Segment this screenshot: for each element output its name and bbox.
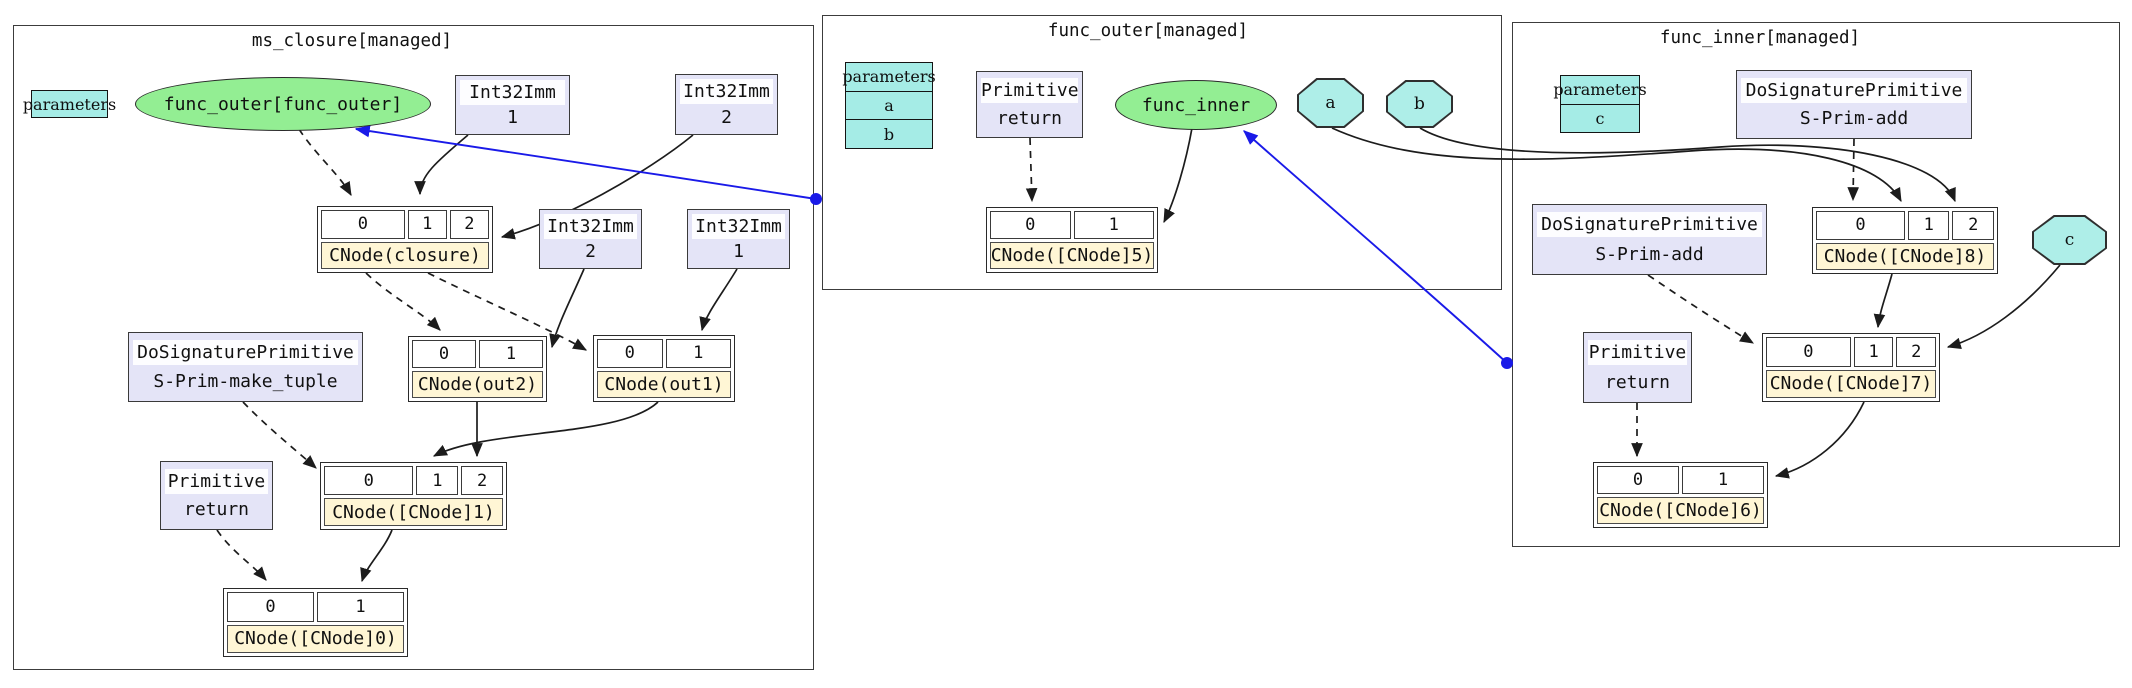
- node-dosig-add-top: DoSignaturePrimitive S-Prim-add: [1736, 70, 1972, 139]
- input-slot-1: 1: [1073, 211, 1154, 240]
- input-slot-1: 1: [1682, 466, 1764, 495]
- cnode-5: 0 1 CNode([CNode]5): [986, 207, 1158, 273]
- node-type: DoSignaturePrimitive: [133, 340, 358, 365]
- node-int32imm-mid-2: Int32Imm 2: [539, 209, 642, 269]
- input-slot-1: 1: [407, 210, 447, 239]
- node-primitive-return-inner: Primitive return: [1583, 332, 1692, 403]
- cnode-label: CNode([CNode]1): [324, 498, 503, 526]
- parameter-octagon-a: a: [1297, 78, 1364, 128]
- parameter-octagon-c: c: [2032, 215, 2107, 265]
- input-slot-1: 1: [1907, 211, 1950, 240]
- node-value: S-Prim-make_tuple: [153, 371, 338, 392]
- cluster-func-outer: [822, 15, 1502, 290]
- input-slot-0: 0: [597, 339, 663, 368]
- input-slot-2: 2: [461, 466, 503, 496]
- node-value: S-Prim-add: [1595, 243, 1704, 265]
- node-value: 1: [507, 107, 518, 129]
- input-slot-0: 0: [321, 210, 405, 239]
- input-slot-0: 0: [1597, 466, 1679, 495]
- input-slot-0: 0: [324, 466, 414, 496]
- input-slot-1: 1: [317, 592, 404, 622]
- funcgraph-node-func-inner: func_inner: [1115, 80, 1277, 130]
- node-type: Int32Imm: [680, 79, 773, 104]
- parameters-header: parameters: [842, 67, 936, 87]
- input-slot-0: 0: [412, 340, 476, 369]
- cnode-label: CNode(out1): [597, 370, 731, 398]
- cnode-label: CNode([CNode]0): [227, 624, 404, 653]
- cluster-ms-closure: [13, 25, 814, 670]
- node-type: DoSignaturePrimitive: [1741, 77, 1967, 103]
- node-primitive-return-outer: Primitive return: [976, 71, 1083, 138]
- parameter-row-b: b: [846, 119, 932, 148]
- cnode-label: CNode([CNode]8): [1816, 242, 1994, 270]
- cnode-1: 0 1 2 CNode([CNode]1): [320, 462, 507, 530]
- node-value: return: [183, 499, 250, 521]
- cnode-label: CNode(closure): [321, 241, 489, 269]
- parameter-label-c: c: [2034, 217, 2105, 263]
- cluster-func-inner: [1512, 22, 2120, 547]
- input-slot-1: 1: [416, 466, 459, 496]
- cnode-closure: 0 1 2 CNode(closure): [317, 206, 493, 273]
- cnode-label: CNode([CNode]7): [1766, 369, 1936, 398]
- node-type: Primitive: [1588, 340, 1687, 366]
- node-int32imm-top-2: Int32Imm 2: [675, 74, 778, 135]
- parameter-row-c: c: [1561, 103, 1639, 133]
- input-slot-0: 0: [227, 592, 314, 622]
- node-value: return: [996, 108, 1063, 129]
- funcgraph-label: func_outer[func_outer]: [163, 93, 403, 115]
- node-type: Primitive: [981, 78, 1079, 103]
- input-slot-0: 0: [990, 211, 1071, 240]
- cnode-label: CNode([CNode]5): [990, 242, 1154, 269]
- cnode-out1: 0 1 CNode(out1): [593, 335, 735, 402]
- input-slot-1: 1: [1853, 337, 1894, 367]
- cnode-6: 0 1 CNode([CNode]6): [1593, 462, 1768, 528]
- node-type: Int32Imm: [692, 213, 785, 239]
- input-slot-1: 1: [479, 340, 543, 369]
- cluster-title-func-inner: func_inner[managed]: [1659, 28, 1861, 48]
- node-value: 1: [733, 241, 744, 263]
- node-value: return: [1604, 371, 1671, 393]
- node-type: Int32Imm: [460, 79, 565, 105]
- parameters-header: parameters: [22, 94, 117, 114]
- parameters-table-ms-closure: parameters: [22, 90, 117, 118]
- parameters-table-func-inner: parameters c: [1553, 75, 1647, 133]
- cnode-out2: 0 1 CNode(out2): [408, 336, 547, 402]
- cnode-label: CNode([CNode]6): [1597, 497, 1764, 524]
- node-type: Int32Imm: [544, 213, 637, 239]
- node-value: 2: [585, 241, 596, 263]
- parameter-octagon-b: b: [1386, 80, 1453, 128]
- cnode-8: 0 1 2 CNode([CNode]8): [1812, 207, 1998, 274]
- node-value: 2: [721, 107, 732, 128]
- input-slot-2: 2: [1896, 337, 1937, 367]
- funcgraph-node-func-outer: func_outer[func_outer]: [135, 77, 431, 131]
- cnode-label: CNode(out2): [412, 371, 543, 398]
- cnode-0: 0 1 CNode([CNode]0): [223, 588, 408, 657]
- parameters-table-func-outer: parameters a b: [842, 62, 936, 149]
- cnode-7: 0 1 2 CNode([CNode]7): [1762, 333, 1940, 402]
- node-dosig-add-left: DoSignaturePrimitive S-Prim-add: [1532, 204, 1767, 275]
- input-slot-0: 0: [1766, 337, 1851, 367]
- parameter-label-a: a: [1299, 80, 1362, 126]
- node-make-tuple: DoSignaturePrimitive S-Prim-make_tuple: [128, 332, 363, 402]
- cluster-title-ms-closure: ms_closure[managed]: [251, 31, 453, 51]
- parameter-label-b: b: [1388, 82, 1451, 126]
- input-slot-0: 0: [1816, 211, 1905, 240]
- cluster-title-func-outer: func_outer[managed]: [1047, 21, 1249, 41]
- input-slot-1: 1: [665, 339, 731, 368]
- parameters-header: parameters: [1553, 80, 1647, 100]
- input-slot-2: 2: [449, 210, 489, 239]
- parameter-row-a: a: [846, 90, 932, 120]
- node-int32imm-top-1: Int32Imm 1: [455, 75, 570, 135]
- node-value: S-Prim-add: [1799, 108, 1909, 130]
- node-type: DoSignaturePrimitive: [1537, 212, 1762, 238]
- node-type: Primitive: [165, 468, 268, 494]
- funcgraph-label: func_inner: [1141, 94, 1251, 116]
- input-slot-2: 2: [1952, 211, 1995, 240]
- node-int32imm-mid-1: Int32Imm 1: [687, 209, 790, 269]
- node-primitive-return-ms: Primitive return: [160, 461, 273, 530]
